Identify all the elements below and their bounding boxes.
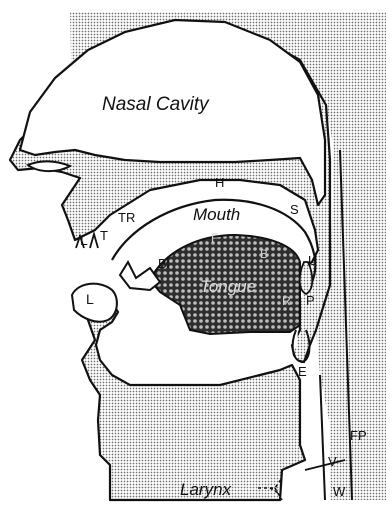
label-uvula: U <box>308 253 317 268</box>
label-epiglottis: E <box>298 364 307 379</box>
label-pharynx: P <box>306 293 315 308</box>
label-hard-palate: H <box>215 175 224 190</box>
label-windpipe: W <box>333 484 346 499</box>
label-tooth-ridge: TR <box>118 210 135 225</box>
label-tongue: Tongue <box>200 277 256 296</box>
label-back: B <box>260 247 268 261</box>
label-root: R <box>282 294 291 308</box>
label-teeth: T <box>100 228 108 243</box>
label-upper-lip: L <box>80 232 88 248</box>
lower-lip <box>72 284 117 322</box>
label-nasal-cavity: Nasal Cavity <box>102 94 210 115</box>
label-front: F <box>211 231 218 245</box>
label-blade: Bl <box>158 256 170 271</box>
label-larynx: Larynx <box>180 480 232 499</box>
label-food-passage: FP <box>350 428 367 443</box>
label-soft-palate: S <box>290 202 299 217</box>
label-mouth: Mouth <box>193 205 240 224</box>
label-vocal-cords: V <box>328 454 337 469</box>
nostril <box>28 161 70 171</box>
label-lower-lip: L <box>86 291 94 307</box>
